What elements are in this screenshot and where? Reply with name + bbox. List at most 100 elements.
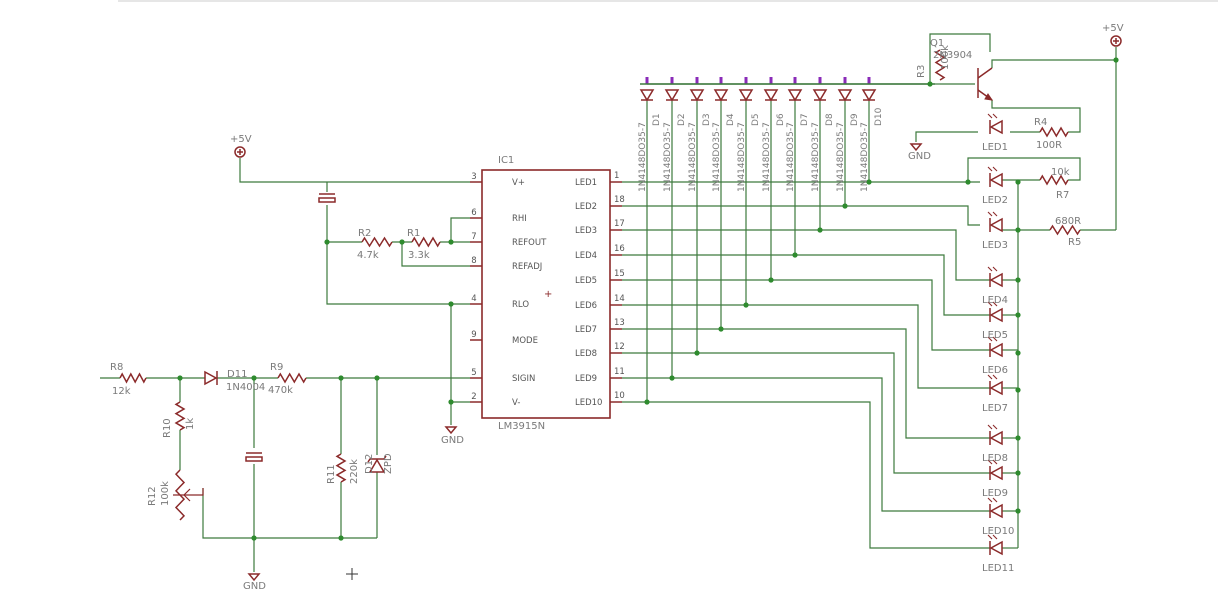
r1-ref: R1 — [407, 228, 420, 239]
r3-value: 100k — [940, 45, 951, 70]
d11-value: 1N4004 — [226, 382, 265, 393]
gnd-q1-icon — [909, 143, 923, 152]
led-7 — [989, 380, 1003, 396]
led-label-5: LED5 — [982, 330, 1008, 341]
ic1-pin-name-led7: LED7 — [575, 325, 597, 335]
junction-dot — [1015, 277, 1021, 283]
cap-c1-plate2 — [318, 197, 336, 203]
led-label-11: LED11 — [982, 563, 1014, 574]
collector-to-vcc — [991, 59, 1116, 68]
gnd-vminus-wire — [450, 304, 470, 403]
ic1-pin-num-10: 10 — [614, 391, 625, 401]
r11-ref: R11 — [326, 464, 337, 484]
led-7-rays — [987, 374, 998, 380]
junction-dot — [1113, 57, 1119, 63]
junction-dot — [251, 535, 257, 541]
gnd-label-ic: GND — [441, 435, 464, 446]
r5-value: 680R — [1055, 216, 1081, 227]
ic1-pin-num-14: 14 — [614, 294, 625, 304]
led-3-rays — [987, 211, 998, 217]
r3-ref: R3 — [916, 65, 927, 78]
diode-d10 — [861, 89, 877, 102]
gnd-bottom-icon — [247, 573, 261, 582]
diode-value-d5: 1N4148DO35-7 — [737, 122, 747, 192]
ic1-center-mark: + — [544, 289, 552, 300]
ic1-pin-num-4: 4 — [471, 294, 476, 304]
diode-ref-d3: D3 — [702, 113, 712, 126]
led-label-2: LED2 — [982, 195, 1008, 206]
r3-loop — [929, 33, 991, 84]
resistor-r3 — [934, 49, 946, 81]
led-fan-wire-5 — [795, 254, 990, 316]
ic1-pin-name-led9: LED9 — [575, 374, 597, 384]
led-fan-wire-9 — [697, 352, 990, 474]
diode-value-d1: 1N4148DO35-7 — [638, 122, 648, 192]
ic1-pin-name-led5: LED5 — [575, 276, 597, 286]
diode-value-d3: 1N4148DO35-7 — [688, 122, 698, 192]
junction-dot — [743, 302, 749, 308]
led-3 — [989, 217, 1003, 233]
led-9 — [989, 465, 1003, 481]
ic1-part: LM3915N — [498, 421, 545, 432]
ic1-pin-name-refout: REFOUT — [512, 238, 547, 248]
gnd-label-bottom: GND — [243, 581, 266, 592]
led-1 — [989, 119, 1003, 135]
junction-dot — [768, 277, 774, 283]
r7-loop — [967, 157, 1081, 182]
r12-ref: R12 — [147, 486, 158, 506]
led-4 — [989, 272, 1003, 288]
junctions — [177, 57, 1119, 541]
r4-value: 100R — [1036, 140, 1062, 151]
diode-d7 — [787, 89, 803, 102]
led-label-9: LED9 — [982, 488, 1008, 499]
led-2-rays — [987, 166, 998, 172]
diode-value-d6: 1N4148DO35-7 — [762, 122, 772, 192]
junction-dot — [374, 375, 380, 381]
diode-ref-d5: D5 — [751, 113, 761, 126]
led-label-6: LED6 — [982, 365, 1008, 376]
ic1-pin-num-15: 15 — [614, 269, 625, 279]
diode-d1 — [639, 89, 655, 102]
ic1-pin-num-1: 1 — [614, 171, 619, 181]
junction-dot — [1015, 350, 1021, 356]
diode-d4 — [713, 89, 729, 102]
gnd-ic-icon — [444, 426, 458, 435]
ic1-pins: 3V+6RHI7REFOUT8REFADJ4RLO9MODE5SIGIN2V-1… — [470, 171, 625, 408]
q1-collector — [977, 67, 993, 79]
junction-dot — [644, 399, 650, 405]
resistor-r2 — [361, 236, 393, 248]
led-5 — [989, 307, 1003, 323]
junction-dot — [866, 179, 872, 185]
q1-emitter-arrow — [984, 93, 994, 101]
junction-dot — [399, 239, 405, 245]
vcc-label-left: +5V — [230, 134, 252, 145]
junction-dot — [1015, 470, 1021, 476]
r10-value: 1k — [185, 418, 196, 430]
led-11 — [989, 540, 1003, 556]
junction-dot — [338, 375, 344, 381]
ic1-pin-name-v-: V- — [512, 398, 520, 408]
junction-dot — [927, 81, 933, 87]
diode-d2 — [664, 89, 680, 102]
ic1-pin-num-11: 11 — [614, 367, 625, 377]
gnd-label-q1: GND — [908, 151, 931, 162]
resistor-r8 — [119, 372, 147, 384]
junction-dot — [1015, 387, 1021, 393]
led-fan-wire-10 — [672, 377, 990, 512]
vcc-right-icon — [1110, 35, 1122, 47]
junction-dot — [669, 375, 675, 381]
ic1-ref: IC1 — [498, 155, 514, 166]
led-11-rays — [987, 534, 998, 540]
r8-ref: R8 — [110, 362, 123, 373]
r7-ref: R7 — [1056, 190, 1069, 201]
led-8 — [989, 430, 1003, 446]
ic1-pin-name-led3: LED3 — [575, 226, 597, 236]
diode-value-d10: 1N4148DO35-7 — [860, 122, 870, 192]
led-8-rays — [987, 424, 998, 430]
ic1-pin-num-16: 16 — [614, 244, 625, 254]
r8-value: 12k — [112, 386, 131, 397]
ic1-pin-num-3: 3 — [471, 172, 476, 182]
led-9-rays — [987, 459, 998, 465]
r4-ref: R4 — [1034, 117, 1047, 128]
